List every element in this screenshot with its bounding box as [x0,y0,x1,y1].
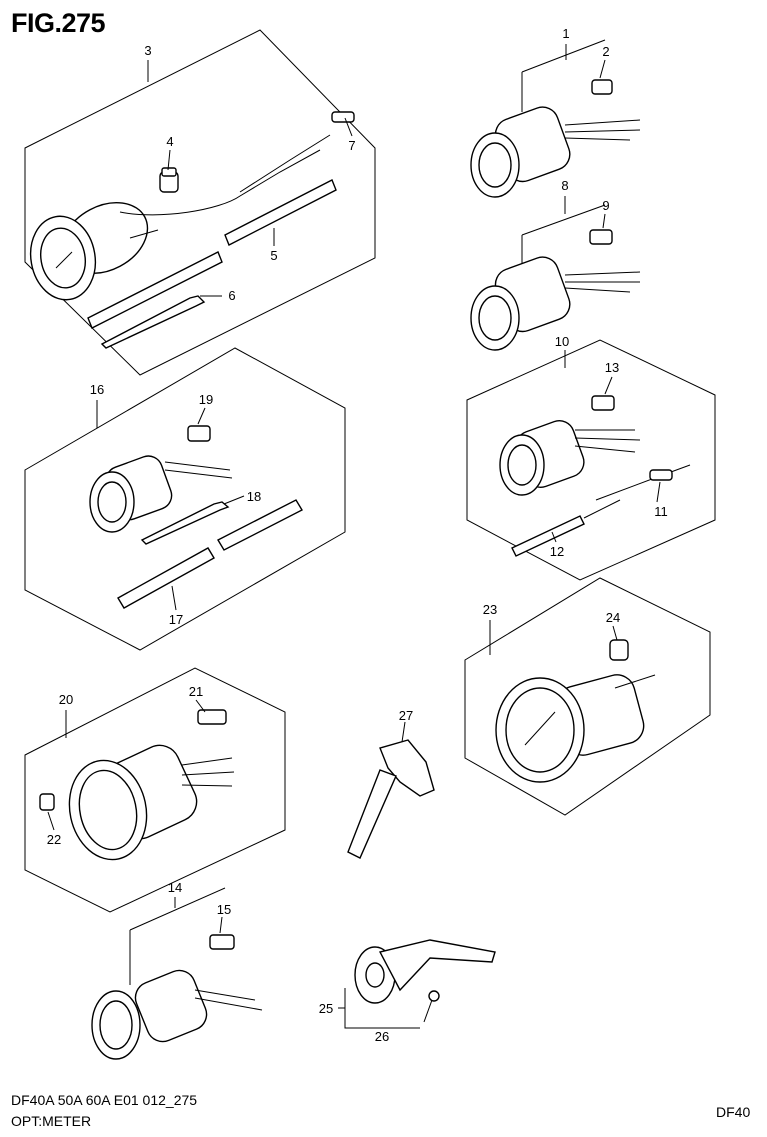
tube-17 [117,499,303,609]
callout-24: 24 [606,610,620,625]
gauge-20 [68,744,235,861]
callout-1: 1 [562,26,569,41]
harness-11 [595,464,691,501]
callout-10: 10 [555,334,569,349]
bulb-21 [197,709,227,725]
callout-14: 14 [168,880,182,895]
bracket-25 [354,939,496,1004]
bracket-27 [347,739,435,859]
callout-11: 11 [654,504,668,519]
callout-3: 3 [144,43,151,58]
callout-20: 20 [59,692,73,707]
callout-12: 12 [550,544,564,559]
footer-code: DF40 [716,1104,751,1120]
callout-15: 15 [217,902,231,917]
callout-23: 23 [483,602,497,617]
bulb-15 [209,934,235,950]
gauge-14 [91,887,263,1060]
kit-outline-20 [24,667,286,913]
callout-2: 2 [602,44,609,59]
kit-outline-10 [466,339,716,581]
callout-6: 6 [228,288,235,303]
gauge-8 [470,204,641,351]
bulb-24 [609,639,629,661]
callout-8: 8 [561,178,568,193]
bulb-19 [187,425,211,442]
bulb-4 [159,167,179,193]
bulb-9 [589,229,613,245]
gauge-1 [470,39,641,198]
gauge-10 [499,420,641,496]
kit-outline-3 [24,29,376,376]
kit-outline-23 [464,577,711,816]
callout-18: 18 [247,489,261,504]
callout-21: 21 [189,684,203,699]
callout-19: 19 [199,392,213,407]
callout-22: 22 [47,832,61,847]
callout-7: 7 [348,138,355,153]
footer-description: OPT:METER [11,1113,92,1129]
gauge-3 [29,134,331,301]
gauge-23 [495,674,656,783]
callout-5: 5 [270,248,277,263]
terminal-7 [331,111,355,123]
callout-leaders [47,44,661,934]
callout-bracket-25-26 [338,988,420,1029]
callout-4: 4 [166,134,173,149]
gauge-16 [89,455,233,533]
figure-title: FIG.275 [11,8,106,38]
bulb-22 [39,793,55,811]
callout-25: 25 [319,1001,333,1016]
callout-26: 26 [375,1029,389,1044]
callout-13: 13 [605,360,619,375]
screw-26 [423,990,440,1023]
callout-labels: 1 2 3 4 5 6 7 8 9 10 11 12 13 14 15 16 1… [47,26,668,1044]
tube-5 [87,179,337,329]
bulb-2 [591,79,613,95]
callout-17: 17 [169,612,183,627]
bulb-13 [591,395,615,411]
callout-9: 9 [602,198,609,213]
strap-18 [140,501,230,545]
kit-outline-16 [24,347,346,651]
strap-6 [100,295,206,349]
callout-27: 27 [399,708,413,723]
footer-model: DF40A 50A 60A E01 012_275 [11,1092,198,1108]
callout-16: 16 [90,382,104,397]
harness-12 [511,499,621,557]
